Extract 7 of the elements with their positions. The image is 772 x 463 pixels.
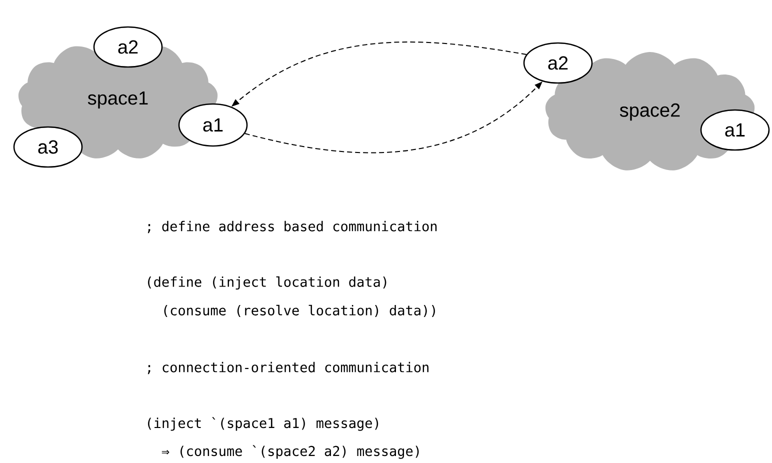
code-line: ; define address based communication [148, 220, 437, 234]
code-line: ; connection-oriented communication [148, 362, 428, 374]
code-line: (consume (resolve location) data)) [164, 304, 435, 318]
code-line: (define (inject location data) [148, 276, 386, 290]
code-line: ⇒ (consume `(space2 a2) message) [162, 445, 419, 459]
code-line: (inject `(space1 a1) message) [148, 417, 378, 431]
node-label: a1 [725, 123, 745, 137]
